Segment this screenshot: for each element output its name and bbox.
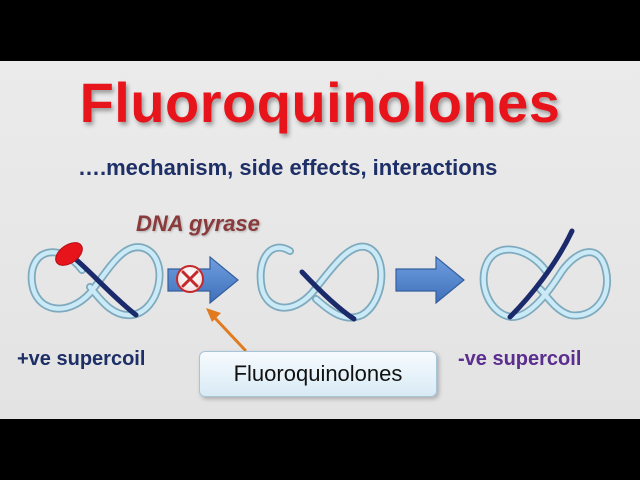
process-arrow-2	[395, 255, 465, 305]
enzyme-blob-icon	[55, 242, 83, 266]
dna-gyrase-label: DNA gyrase	[136, 211, 260, 236]
diagram-artwork	[27, 228, 612, 352]
drug-label-box: Fluoroquinolones	[199, 351, 437, 397]
positive-supercoil-label: +ve supercoil	[17, 348, 146, 370]
negative-supercoil-dna	[479, 228, 612, 322]
intermediate-dna	[256, 242, 386, 322]
pointer-arrow-icon	[206, 308, 247, 352]
negative-supercoil-label: -ve supercoil	[458, 348, 582, 370]
positive-supercoil-dna	[27, 243, 164, 320]
slide-subtitle: ….mechanism, side effects, interactions	[78, 155, 498, 180]
slide-title: Fluoroquinolones	[79, 71, 561, 134]
slide: Fluoroquinolones ….mechanism, side effec…	[0, 61, 640, 419]
block-x-icon	[176, 265, 204, 293]
